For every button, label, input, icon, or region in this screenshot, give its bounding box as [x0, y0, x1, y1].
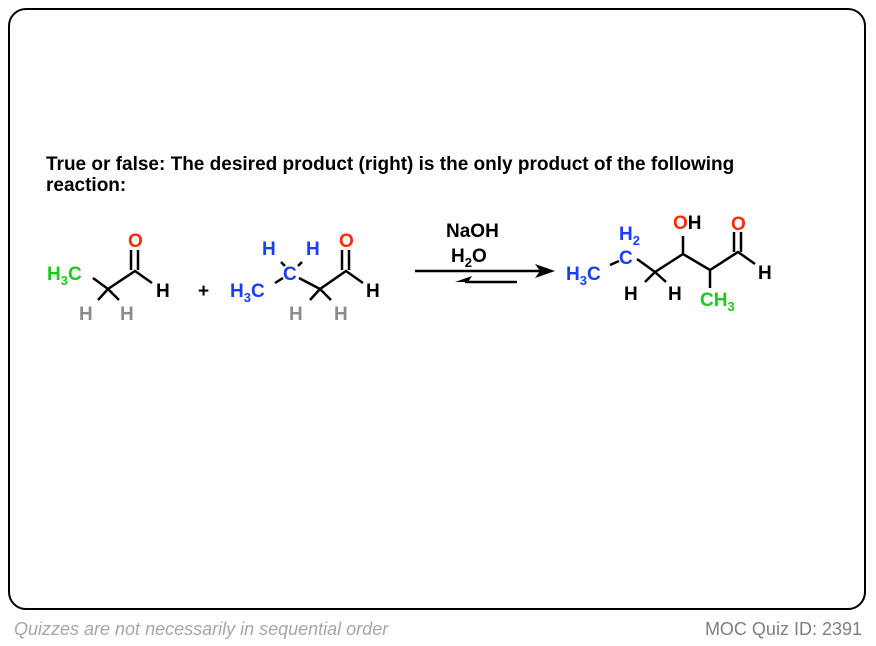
svg-text:H: H: [79, 304, 93, 325]
svg-text:H3C: H3C: [230, 281, 265, 305]
svg-text:H: H: [668, 284, 682, 305]
product-structure: H3C C H2 OH O H H H CH3: [566, 213, 772, 314]
propanal-structure: H3C O H H H: [47, 231, 170, 325]
svg-text:H: H: [120, 304, 134, 325]
svg-text:CH3: CH3: [700, 290, 735, 314]
footer-note: Quizzes are not necessarily in sequentia…: [14, 619, 389, 639]
plus-sign: +: [198, 281, 209, 302]
quiz-id: MOC Quiz ID: 2391: [704, 619, 862, 639]
svg-text:H: H: [306, 239, 320, 260]
svg-text:O: O: [339, 231, 354, 252]
svg-text:C: C: [283, 264, 297, 285]
equilibrium-arrow: [415, 264, 555, 284]
svg-text:H: H: [758, 263, 772, 284]
svg-text:H3C: H3C: [47, 264, 82, 288]
svg-text:O: O: [731, 214, 746, 235]
svg-text:H2: H2: [619, 224, 640, 248]
reagent-naoh: NaOH: [446, 221, 499, 242]
svg-text:H: H: [262, 239, 276, 260]
svg-text:OH: OH: [673, 213, 702, 234]
svg-text:O: O: [128, 231, 143, 252]
svg-text:H: H: [334, 304, 348, 325]
svg-text:H: H: [366, 281, 380, 302]
quiz-card: [8, 8, 866, 610]
reagent-water: H2O: [451, 246, 487, 270]
svg-text:H: H: [289, 304, 303, 325]
butanal-structure: H3C C H H O H H H: [230, 231, 380, 325]
svg-text:C: C: [619, 248, 633, 269]
svg-text:H3C: H3C: [566, 264, 601, 288]
svg-text:H: H: [624, 284, 638, 305]
svg-text:H: H: [156, 281, 170, 302]
question-text: True or false: The desired product (righ…: [46, 154, 735, 196]
